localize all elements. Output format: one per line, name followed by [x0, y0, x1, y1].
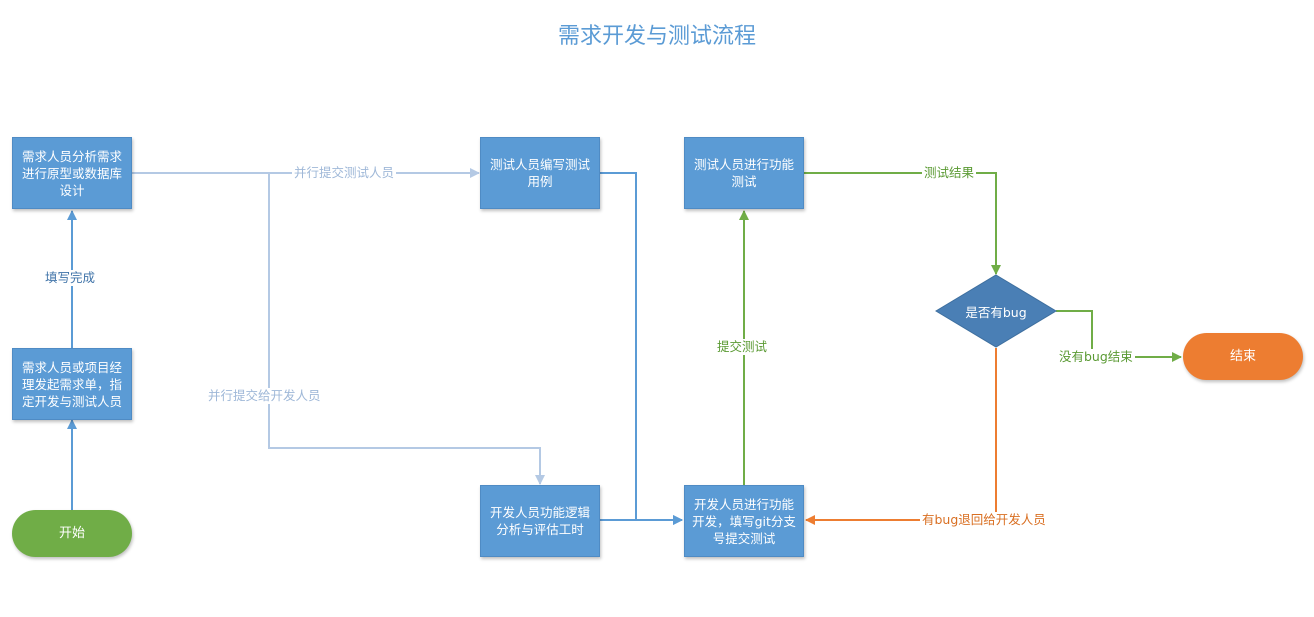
edge-decision-to-devimpl: [805, 348, 997, 525]
edge-label-has-bug: 有bug退回给开发人员: [920, 512, 1048, 528]
edge-label-parallel-test: 并行提交测试人员: [292, 165, 397, 181]
diagram-title: 需求开发与测试流程: [557, 24, 756, 49]
node-test-exec: 测试人员进行功能测试: [684, 137, 804, 209]
node-start: 开始: [12, 510, 132, 557]
node-test-case: 测试人员编写测试用例: [480, 137, 600, 209]
node-start-label: 开始: [58, 526, 85, 541]
edge-label-no-bug: 没有bug结束: [1057, 349, 1135, 365]
node-pm-create: 需求人员或项目经理发起需求单，指定开发与测试人员: [12, 348, 132, 420]
edge-testexec-to-decision: [804, 172, 1001, 275]
node-req-analysis: 需求人员分析需求进行原型或数据库设计: [12, 137, 132, 209]
edge-decision-to-end: [1056, 310, 1182, 362]
node-test-case-label: 测试人员编写测试用例: [489, 157, 590, 189]
node-dev-analysis: 开发人员功能逻辑分析与评估工时: [480, 485, 600, 557]
edge-label-submit-test: 提交测试: [715, 339, 770, 355]
node-end: 结束: [1183, 333, 1303, 380]
decision-diamond: [935, 274, 1057, 348]
node-req-analysis-label: 需求人员分析需求进行原型或数据库设计: [21, 148, 122, 198]
node-decision-label: 是否有bug: [965, 305, 1027, 320]
node-test-exec-label: 测试人员进行功能测试: [693, 157, 794, 189]
edge-label-fill-done: 填写完成: [43, 270, 98, 286]
node-pm-create-label: 需求人员或项目经理发起需求单，指定开发与测试人员: [21, 359, 122, 409]
edge-req-to-devanalysis: [268, 173, 545, 485]
node-end-label: 结束: [1229, 349, 1256, 364]
edge-label-parallel-dev: 并行提交给开发人员: [206, 388, 323, 404]
node-dev-impl: 开发人员进行功能开发，填写git分支号提交测试: [684, 485, 804, 557]
node-dev-analysis-label: 开发人员功能逻辑分析与评估工时: [489, 505, 590, 537]
edge-testcase-to-devimpl: [600, 172, 683, 525]
node-dev-impl-label: 开发人员进行功能开发，填写git分支号提交测试: [692, 496, 796, 546]
edge-label-test-result: 测试结果: [922, 165, 977, 181]
